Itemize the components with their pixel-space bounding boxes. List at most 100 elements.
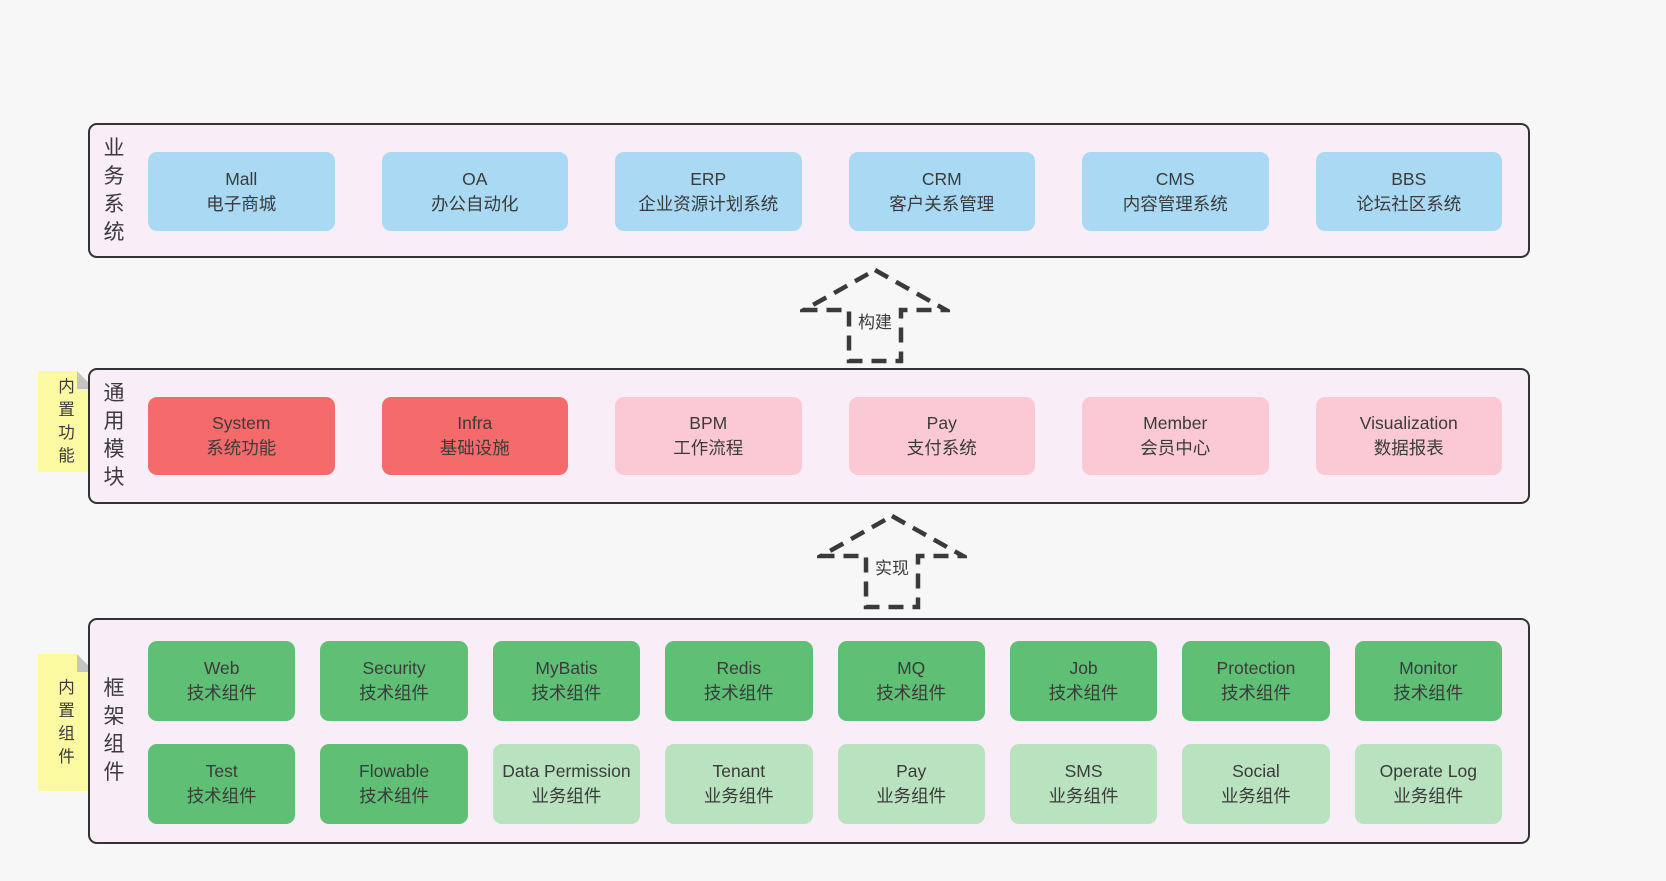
box-subtitle: 系统功能 [206, 438, 277, 458]
box-pay: Pay 支付系统 [848, 397, 1035, 475]
box-title: Pay [926, 413, 957, 433]
box-title: BPM [689, 413, 728, 433]
box-title: System [212, 413, 271, 433]
components-box-row-1: Web 技术组件 Security 技术组件 MyBatis 技术组件 Redi… [148, 641, 1502, 721]
box-web: Web 技术组件 [148, 641, 296, 721]
box-infra: Infra 基础设施 [381, 397, 568, 475]
box-cms: CMS 内容管理系统 [1082, 152, 1269, 231]
panel-side-label: 业务系统 [103, 136, 125, 244]
box-mq: MQ 技术组件 [837, 641, 985, 721]
box-social: Social 业务组件 [1182, 744, 1330, 824]
box-title: SMS [1064, 761, 1103, 781]
sticky-note-built-in-components: 内置组件 [38, 654, 95, 791]
box-redis: Redis 技术组件 [665, 641, 813, 721]
panel-common-modules: 通用模块 System 系统功能 Infra 基础设施 BPM 工作流程 Pay… [88, 368, 1530, 504]
box-subtitle: 基础设施 [439, 438, 510, 458]
box-title: Web [203, 658, 240, 678]
box-security: Security 技术组件 [320, 641, 468, 721]
business-box-row: Mall 电子商城 OA 办公自动化 ERP 企业资源计划系统 CRM 客户关系… [148, 152, 1502, 231]
box-mybatis: MyBatis 技术组件 [492, 641, 641, 721]
box-subtitle: 业务组件 [531, 786, 602, 806]
box-flowable: Flowable 技术组件 [320, 744, 468, 824]
box-subtitle: 电子商城 [206, 193, 277, 214]
components-box-row-2: Test 技术组件 Flowable 技术组件 Data Permission … [148, 744, 1502, 824]
box-title: Infra [457, 413, 493, 433]
panel-framework-components: 框架组件 Web 技术组件 Security 技术组件 MyBatis 技术组件… [88, 618, 1530, 844]
box-subtitle: 技术组件 [359, 786, 430, 806]
box-job: Job 技术组件 [1009, 641, 1158, 721]
box-title: Protection [1216, 658, 1296, 678]
box-title: ERP [690, 168, 727, 189]
box-mall: Mall 电子商城 [148, 152, 335, 231]
box-title: Pay [896, 761, 927, 781]
box-subtitle: 业务组件 [1220, 786, 1291, 806]
box-crm: CRM 客户关系管理 [848, 152, 1035, 231]
sticky-note-built-in-features: 内置功能 [38, 371, 95, 472]
box-subtitle: 技术组件 [186, 786, 257, 806]
box-subtitle: 企业资源计划系统 [638, 193, 779, 214]
box-title: Redis [716, 658, 762, 678]
box-title: MyBatis [535, 658, 598, 678]
panel-side-label: 框架组件 [103, 677, 125, 784]
box-title: OA [462, 168, 488, 189]
box-subtitle: 数据报表 [1373, 438, 1444, 458]
dashed-up-arrow-icon [817, 513, 967, 610]
box-subtitle: 工作流程 [673, 438, 744, 458]
box-subtitle: 业务组件 [1048, 786, 1119, 806]
box-monitor: Monitor 技术组件 [1354, 641, 1502, 721]
implement-arrow: 实现 [817, 513, 967, 611]
box-visualization: Visualization 数据报表 [1315, 397, 1502, 475]
box-title: CRM [921, 168, 962, 189]
box-subtitle: 业务组件 [876, 786, 947, 806]
box-title: Visualization [1359, 413, 1458, 433]
box-subtitle: 支付系统 [906, 438, 977, 458]
modules-box-row: System 系统功能 Infra 基础设施 BPM 工作流程 Pay 支付系统… [148, 397, 1502, 475]
box-oa: OA 办公自动化 [381, 152, 568, 231]
box-title: Member [1143, 413, 1208, 433]
box-title: Job [1069, 658, 1098, 678]
box-subtitle: 技术组件 [703, 683, 774, 703]
box-operate-log: Operate Log 业务组件 [1354, 744, 1502, 824]
arrow-label: 构建 [855, 311, 895, 334]
box-subtitle: 技术组件 [531, 683, 602, 703]
box-bpm: BPM 工作流程 [615, 397, 802, 475]
box-subtitle: 论坛社区系统 [1356, 193, 1462, 214]
box-title: Data Permission [502, 761, 631, 781]
panel-side-label: 通用模块 [103, 382, 125, 489]
box-subtitle: 会员中心 [1140, 438, 1211, 458]
sticky-note-label: 内置功能 [58, 377, 75, 465]
box-subtitle: 客户关系管理 [889, 193, 995, 214]
box-title: Operate Log [1379, 761, 1477, 781]
box-title: CMS [1155, 168, 1195, 189]
box-pay-biz: Pay 业务组件 [837, 744, 985, 824]
box-title: Monitor [1399, 658, 1458, 678]
box-bbs: BBS 论坛社区系统 [1315, 152, 1502, 231]
sticky-note-label: 内置组件 [58, 678, 75, 766]
box-member: Member 会员中心 [1082, 397, 1269, 475]
box-subtitle: 技术组件 [1220, 683, 1291, 703]
box-title: Mall [225, 168, 258, 189]
box-sms: SMS 业务组件 [1009, 744, 1158, 824]
panel-business-systems: 业务系统 Mall 电子商城 OA 办公自动化 ERP 企业资源计划系统 CRM… [88, 123, 1530, 258]
box-title: Social [1232, 761, 1280, 781]
box-subtitle: 技术组件 [359, 683, 430, 703]
box-subtitle: 办公自动化 [431, 193, 519, 214]
box-tenant: Tenant 业务组件 [665, 744, 813, 824]
box-subtitle: 技术组件 [1393, 683, 1464, 703]
arrow-label: 实现 [872, 557, 912, 580]
box-title: Test [205, 761, 238, 781]
box-title: BBS [1391, 168, 1427, 189]
dashed-up-arrow-icon [800, 267, 950, 364]
box-subtitle: 技术组件 [186, 683, 257, 703]
box-title: Tenant [712, 761, 766, 781]
box-subtitle: 技术组件 [1048, 683, 1119, 703]
box-protection: Protection 技术组件 [1182, 641, 1330, 721]
box-erp: ERP 企业资源计划系统 [615, 152, 802, 231]
box-subtitle: 内容管理系统 [1122, 193, 1228, 214]
box-title: Security [362, 658, 426, 678]
box-subtitle: 技术组件 [876, 683, 947, 703]
box-subtitle: 业务组件 [703, 786, 774, 806]
box-test: Test 技术组件 [148, 744, 296, 824]
box-subtitle: 业务组件 [1393, 786, 1464, 806]
